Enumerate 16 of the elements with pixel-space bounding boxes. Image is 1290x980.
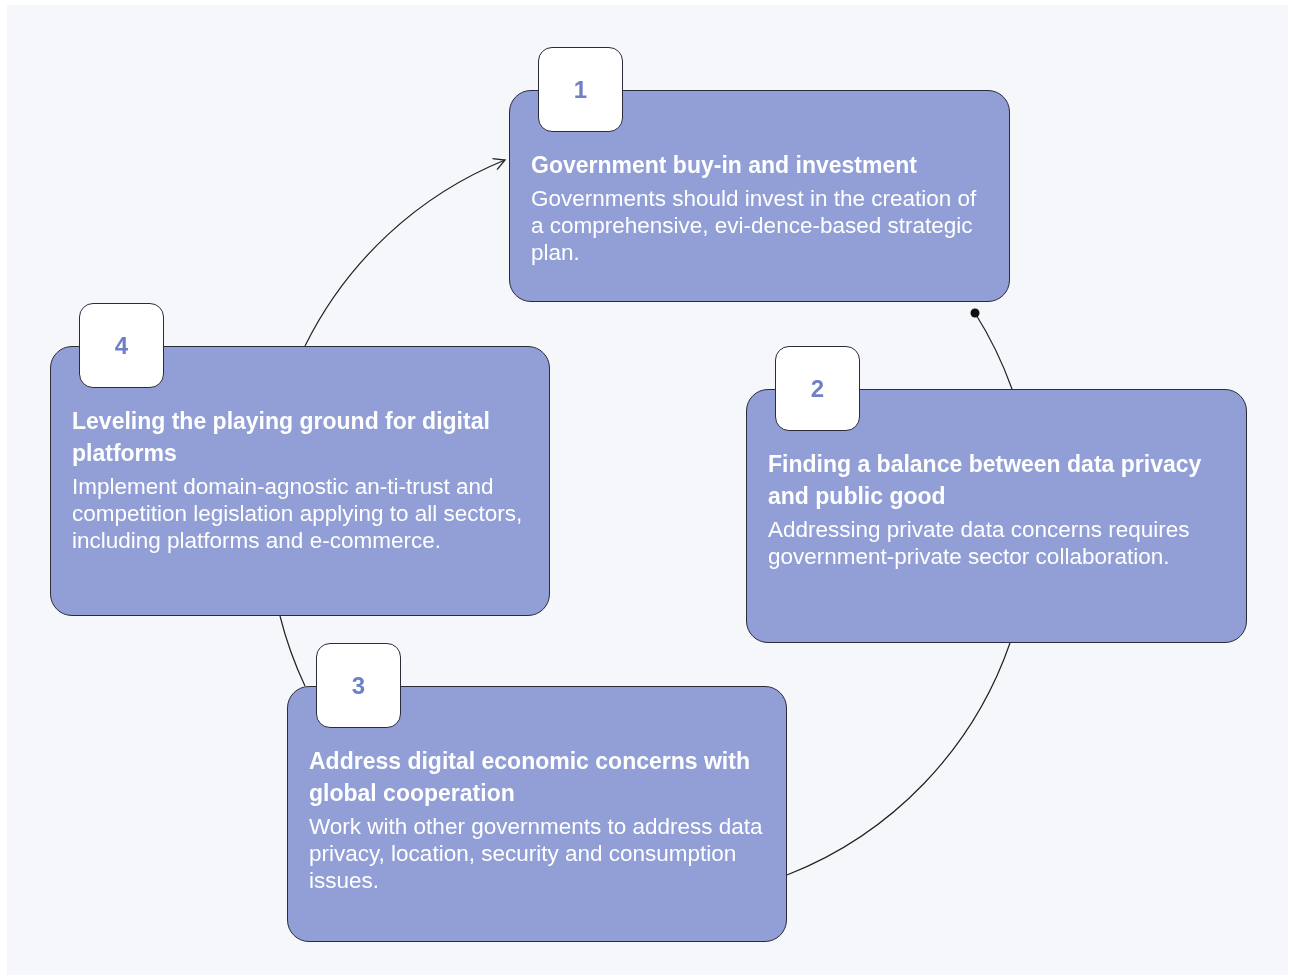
connector-arc <box>970 308 1013 390</box>
connector-arc <box>786 642 1011 876</box>
step-description: Implement domain-agnostic an-ti-trust and competition legislation applying to all sectors, including platforms and e-commerce. <box>72 473 524 554</box>
step-heading: Finding a balance between data privacy and public good <box>768 450 1203 511</box>
connector-arc <box>304 158 506 347</box>
step-heading: Government buy-in and investment <box>531 151 918 180</box>
step-number-tab: 4 <box>79 303 164 388</box>
step-number-tab: 3 <box>316 643 401 728</box>
step-number-tab: 1 <box>538 47 623 132</box>
step-description: Addressing private data concerns requires government-private sector collaboration. <box>768 516 1191 570</box>
step-description: Governments should invest in the creation of a comprehensive, evi-dence-based strategic plan. <box>531 185 978 266</box>
step-number-tab: 2 <box>775 346 860 431</box>
step-heading: Address digital economic concerns with global cooperation <box>309 747 751 808</box>
connector-arc <box>279 615 306 687</box>
step-description: Work with other governments to address data privacy, location, security and consumption issues. <box>309 813 764 894</box>
step-heading: Leveling the playing ground for digital platforms <box>72 407 491 468</box>
